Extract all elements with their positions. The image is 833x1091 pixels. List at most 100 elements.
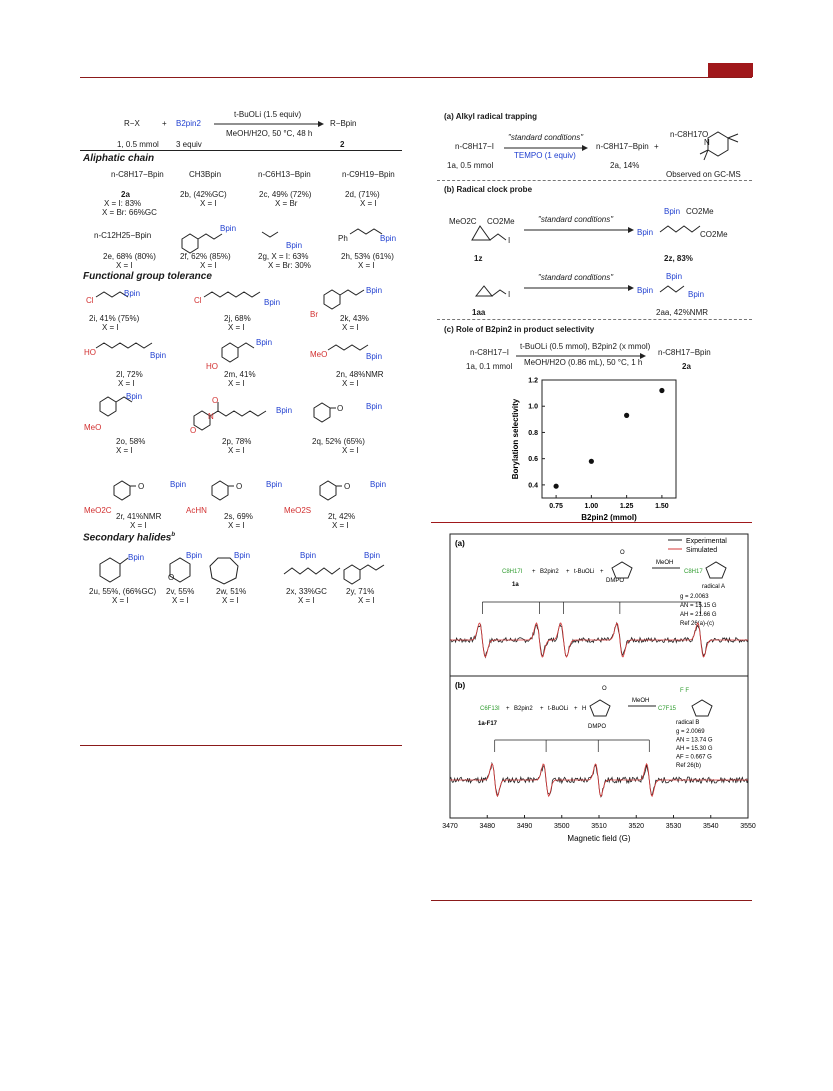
x-tick-label: 3470 xyxy=(442,823,458,830)
b-1aa-label: 1aa xyxy=(472,308,486,317)
atom-achn: AcHN xyxy=(186,506,207,515)
cmpd-2c-label: 2c, 49% (72%) xyxy=(259,190,312,199)
x-tick-label: 3500 xyxy=(554,823,570,830)
b-reactant: C6F13I xyxy=(480,706,500,712)
reactant-label: 1, 0.5 mmol xyxy=(117,140,159,149)
a-plus: + xyxy=(654,142,659,151)
cmpd-2q-structure xyxy=(313,402,336,423)
cmpd-2d-structure: n-C9H19−Bpin xyxy=(342,170,395,179)
b-dmpo: DMPO xyxy=(588,724,606,730)
atom-bpin: Bpin xyxy=(128,553,145,562)
c-product: n-C8H17−Bpin xyxy=(658,348,711,357)
cmpd-2o-label: 2o, 58% xyxy=(116,437,146,446)
a-observed: Observed on GC-MS xyxy=(666,170,741,179)
legend-experimental: Experimental xyxy=(686,538,727,545)
cmpd-2d-label: 2d, (71%) xyxy=(345,190,380,199)
cmpd-2y-x: X = I xyxy=(358,596,375,605)
a-dmpo: DMPO xyxy=(606,578,624,584)
atom-bpin: Bpin xyxy=(170,480,187,489)
cmpd-2n-label: 2n, 48%NMR xyxy=(336,370,384,379)
x-axis-label: B2pin2 (mmol) xyxy=(581,513,637,522)
cmpd-2a-line: X = Br: 66%GC xyxy=(102,208,157,217)
x-tick-label: 3520 xyxy=(628,823,644,830)
b-2z-structure xyxy=(659,225,701,233)
atom-bpin: Bpin xyxy=(124,289,141,298)
product: R−Bpin xyxy=(330,119,357,128)
reaction-arrow xyxy=(214,121,324,127)
b-1aa-i: I xyxy=(508,290,511,299)
b-1z-sub: MeO2C xyxy=(449,217,477,226)
product-label: 2 xyxy=(340,140,345,149)
b-2z-bpin-1: Bpin xyxy=(664,207,681,216)
a-1a-label: 1a xyxy=(512,582,519,588)
atom-cl: Cl xyxy=(86,296,94,305)
atom-bpin: Bpin xyxy=(366,352,383,361)
b-1aa-structure xyxy=(474,285,507,297)
atom-o: O xyxy=(236,482,243,491)
cmpd-2o-x: X = I xyxy=(116,446,133,455)
atom-ho: HO xyxy=(206,362,218,371)
atom-bpin: Bpin xyxy=(186,551,203,560)
c-product-label: 2a xyxy=(682,362,691,371)
epr-figure: ExperimentalSimulated(a)(b)C8H17I+B2pin2… xyxy=(442,533,756,843)
dmpo-o: O xyxy=(620,550,625,556)
journal-tab xyxy=(708,63,753,77)
cmpd-2h-label: 2h, 53% (61%) xyxy=(341,252,394,261)
cmpd-2g-structure xyxy=(261,231,279,238)
atom-o: O xyxy=(138,482,145,491)
cmpd-2o-ring xyxy=(99,396,133,417)
a-reactant-label: 1a, 0.5 mmol xyxy=(447,161,494,170)
cmpd-2m-label: 2m, 41% xyxy=(224,370,256,379)
cmpd-2l-chain xyxy=(95,342,153,349)
epr-b-simulated-trace xyxy=(450,762,748,798)
b-1z-structure xyxy=(471,225,507,241)
cmpd-2a-line: X = I: 83% xyxy=(104,199,142,208)
atom-bpin: Bpin xyxy=(126,392,143,401)
atom-o: O xyxy=(344,482,351,491)
b-param: AF = 0.667 G xyxy=(676,755,712,761)
y-axis-label: Borylation selectivity xyxy=(511,398,520,479)
cmpd-2k-label: 2k, 43% xyxy=(340,314,369,323)
data-point xyxy=(588,458,594,464)
cmpd-2t-structure xyxy=(319,480,342,501)
right-footer-rule xyxy=(431,900,752,901)
b-radical-label: radical B xyxy=(676,720,699,726)
cmpd-2w-structure xyxy=(209,557,239,585)
cmpd-2w-x: X = I xyxy=(222,596,239,605)
atom-o: O xyxy=(168,573,175,582)
b-param: Ref 26(b) xyxy=(676,763,701,769)
x-tick-label: 3550 xyxy=(740,823,756,830)
cmpd-2c-line: X = Br xyxy=(275,199,298,208)
cmpd-2e-label: 2e, 68% (80%) xyxy=(103,252,156,261)
y-tick-label: 0.8 xyxy=(528,430,538,437)
atom-meo: MeO xyxy=(310,350,328,359)
dmpo-ring xyxy=(611,561,633,579)
cmpd-2h-bpin: Bpin xyxy=(380,234,397,243)
cmpd-2v-x: X = I xyxy=(172,596,189,605)
section-secondary: Secondary halidesb xyxy=(83,532,176,544)
cmpd-2p-label: 2p, 78% xyxy=(222,437,252,446)
a-tempo-alkyl: n-C8H17O xyxy=(670,130,709,139)
plot-frame xyxy=(541,379,677,499)
atom-bpin: Bpin xyxy=(364,551,381,560)
cmpd-2t-label: 2t, 42% xyxy=(328,512,356,521)
cmpd-2h-chain xyxy=(349,228,383,235)
cmpd-2s-structure xyxy=(211,480,234,501)
b-conditions-2: "standard conditions" xyxy=(538,273,614,282)
b-radical-alkyl: C7F15 xyxy=(658,706,677,712)
panel-a-label: (a) xyxy=(455,539,465,548)
legend-simulated: Simulated xyxy=(686,547,717,554)
left-footer-rule xyxy=(80,745,402,746)
atom-meo: MeO xyxy=(84,423,102,432)
x-tick-label: 1.25 xyxy=(620,503,634,510)
b-1z-label: 1z xyxy=(474,254,483,263)
cmpd-2x-structure xyxy=(283,567,341,575)
b-conditions: "standard conditions" xyxy=(538,215,614,224)
section-aliphatic: Aliphatic chain xyxy=(83,153,155,164)
right-divider-rule xyxy=(431,522,752,523)
y-tick-label: 0.6 xyxy=(528,456,538,463)
a-reactant: n-C8H17−I xyxy=(455,142,494,151)
atom-bpin: Bpin xyxy=(266,480,283,489)
cmpd-2m-x: X = I xyxy=(228,379,245,388)
